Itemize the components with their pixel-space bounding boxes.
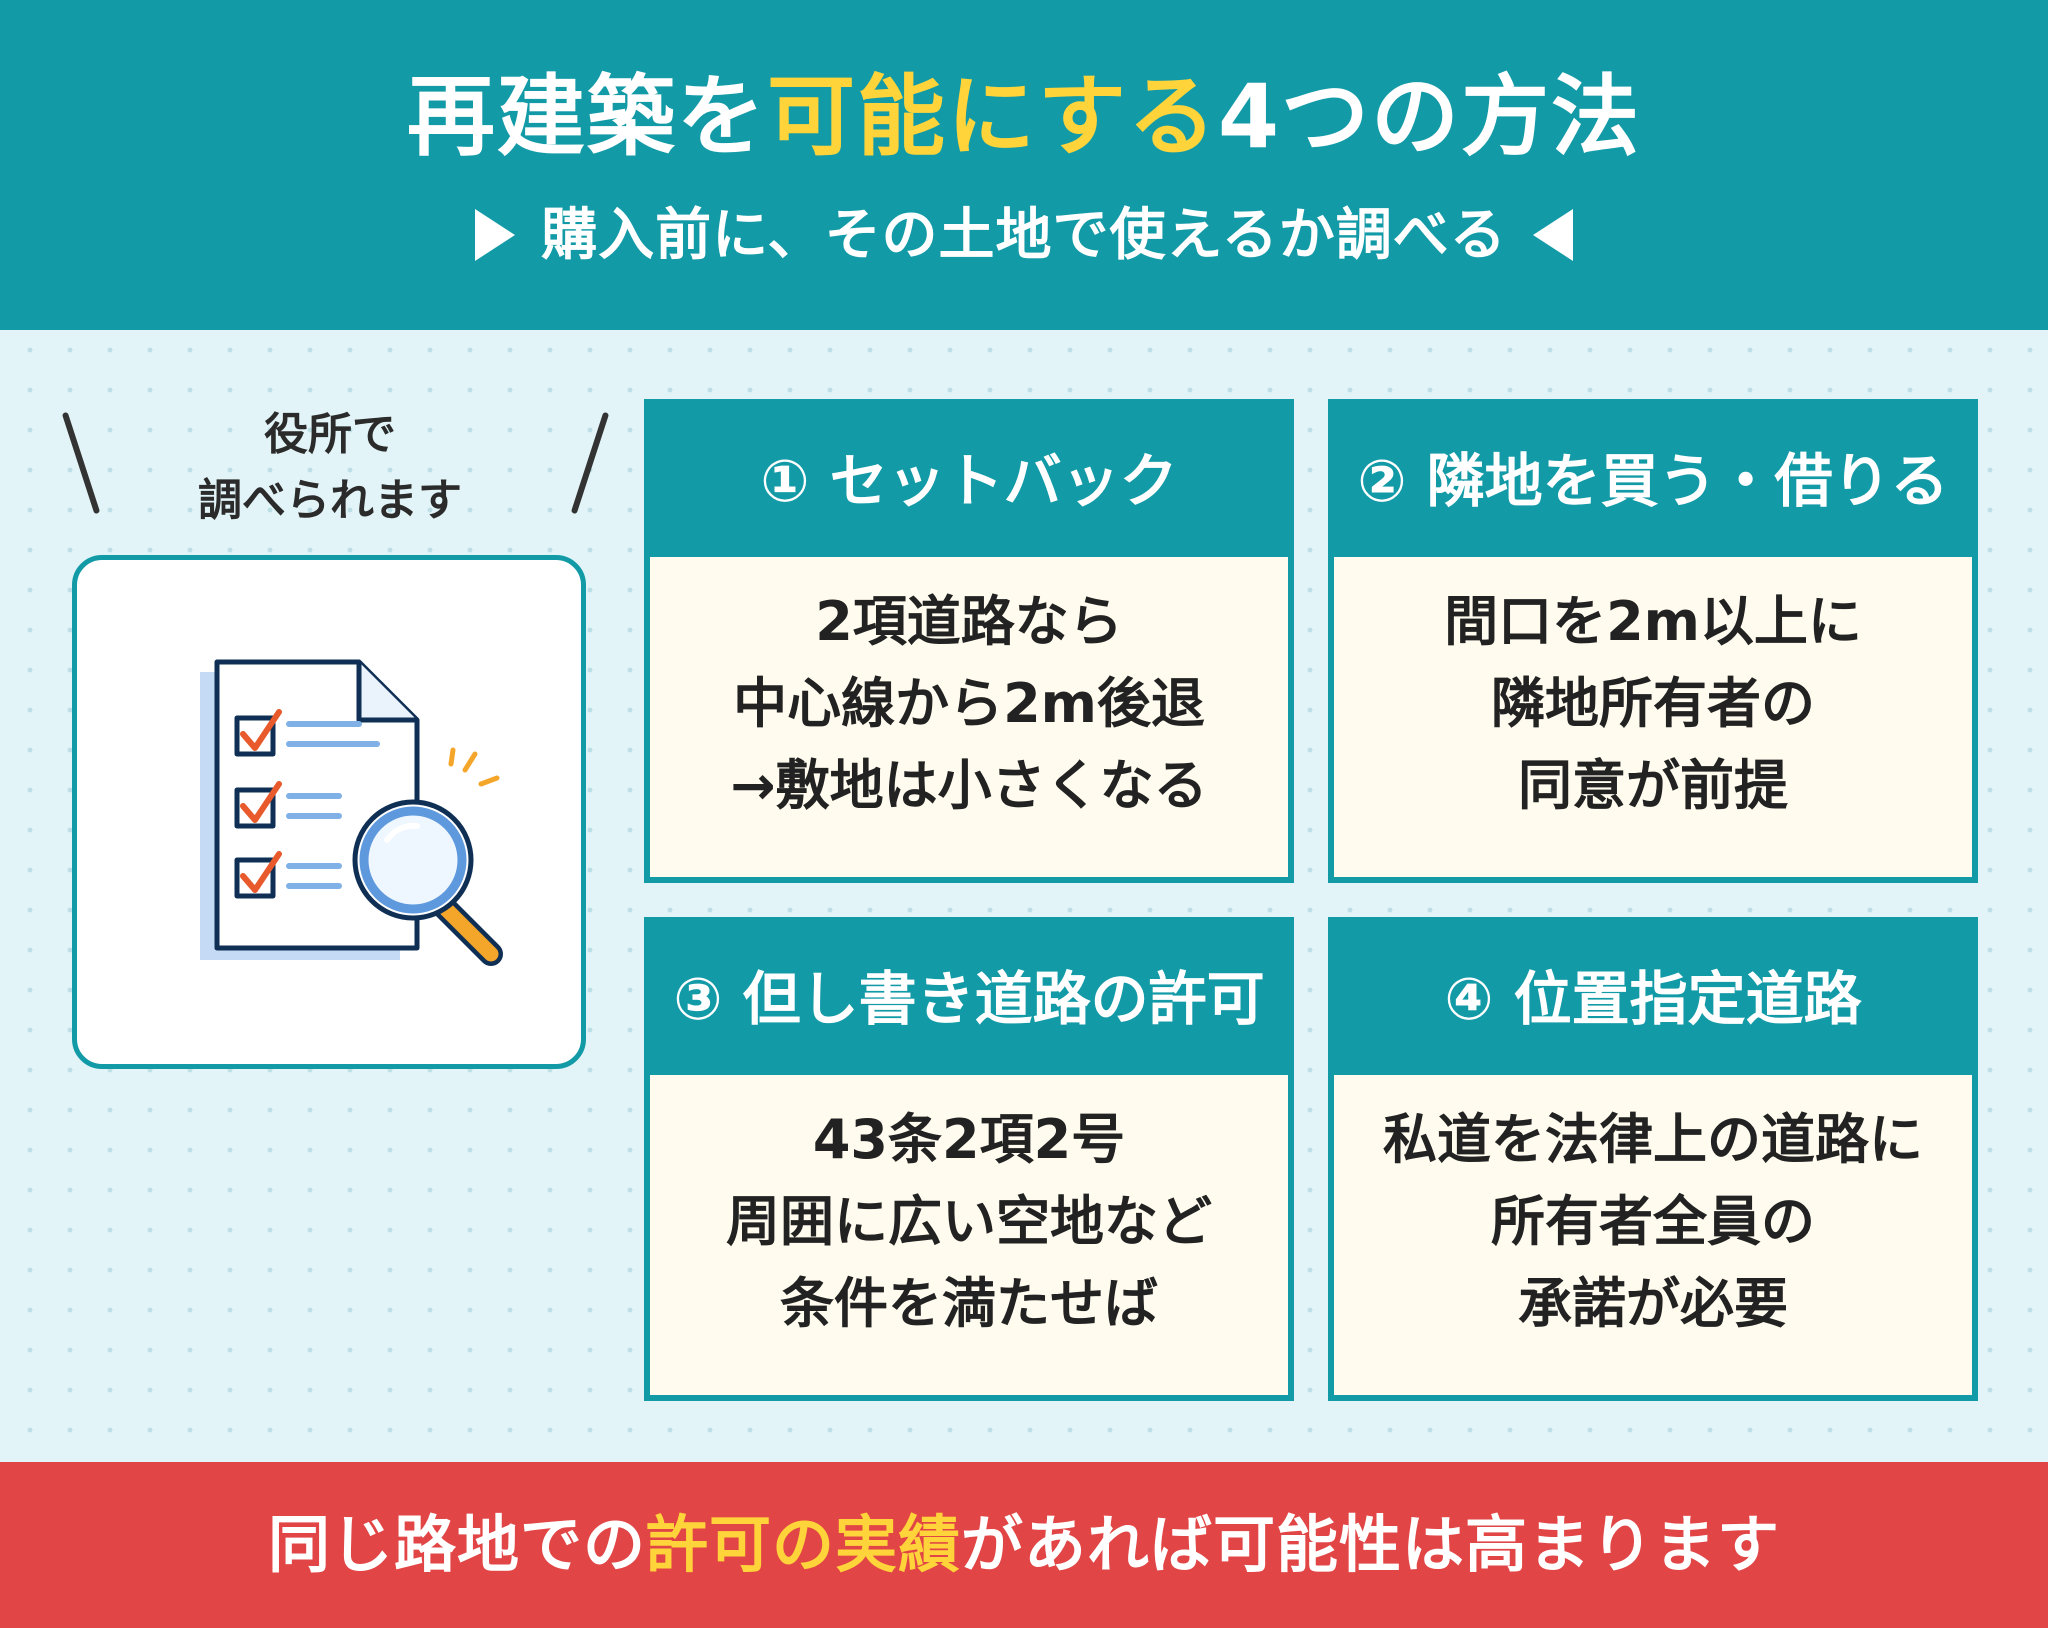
method-card-title: ① セットバック	[650, 405, 1288, 557]
method-card-line: 43条2項2号	[812, 1108, 1126, 1171]
footer-text-after: があれば可能性は高まります	[961, 1508, 1781, 1581]
emphasis-mark-left	[61, 411, 101, 515]
method-card-title: ② 隣地を買う・借りる	[1334, 405, 1972, 557]
method-card-line: 隣地所有者の	[1491, 672, 1815, 735]
title-highlight: 可能にする	[766, 65, 1218, 168]
method-card-line: 同意が前提	[1518, 754, 1788, 817]
emphasis-mark-right	[570, 411, 610, 515]
method-card-line: 中心線から2m後退	[733, 672, 1205, 735]
method-card-line: 私道を法律上の道路に	[1383, 1108, 1923, 1171]
illustration-box	[72, 555, 586, 1069]
title-part-after: 4つの方法	[1217, 65, 1642, 168]
office-caption-line1: 役所で	[264, 409, 396, 460]
office-caption: 役所で 調べられます	[150, 402, 510, 534]
method-card-title: ④ 位置指定道路	[1334, 923, 1972, 1075]
method-card-designated-road: ④ 位置指定道路 私道を法律上の道路に 所有者全員の 承諾が必要	[1328, 917, 1978, 1401]
page-subtitle: 購入前に、その土地で使えるか調べる	[0, 196, 2048, 276]
method-card-line: 間口を2m以上に	[1444, 590, 1862, 653]
header-banner: 再建築を可能にする4つの方法 購入前に、その土地で使えるか調べる	[0, 0, 2048, 330]
office-caption-line2: 調べられます	[198, 475, 462, 526]
method-card-line: 所有者全員の	[1491, 1190, 1815, 1253]
method-card-body: 私道を法律上の道路に 所有者全員の 承諾が必要	[1334, 1099, 1972, 1345]
title-part-before: 再建築を	[406, 65, 767, 168]
page-title: 再建築を可能にする4つの方法	[0, 62, 2048, 172]
method-card-body: 43条2項2号 周囲に広い空地など 条件を満たせば	[650, 1099, 1288, 1345]
method-card-line: 周囲に広い空地など	[726, 1190, 1212, 1253]
footer-banner: 同じ路地での許可の実績があれば可能性は高まります	[0, 1462, 2048, 1628]
subtitle-text: 購入前に、その土地で使えるか調べる	[541, 203, 1507, 268]
method-card-body: 間口を2m以上に 隣地所有者の 同意が前提	[1334, 581, 1972, 827]
method-card-neighbor-land: ② 隣地を買う・借りる 間口を2m以上に 隣地所有者の 同意が前提	[1328, 399, 1978, 883]
triangle-right-icon	[475, 208, 516, 261]
method-card-line: 承諾が必要	[1518, 1272, 1788, 1335]
footer-text-before: 同じ路地での	[267, 1508, 646, 1581]
method-card-body: 2項道路なら 中心線から2m後退 →敷地は小さくなる	[650, 581, 1288, 827]
method-card-line: →敷地は小さくなる	[730, 754, 1208, 817]
method-card-line: 2項道路なら	[815, 590, 1123, 653]
method-card-setback: ① セットバック 2項道路なら 中心線から2m後退 →敷地は小さくなる	[644, 399, 1294, 883]
triangle-left-icon	[1532, 208, 1573, 261]
method-card-line: 条件を満たせば	[780, 1272, 1158, 1335]
footer-highlight: 許可の実績	[645, 1508, 961, 1581]
checklist-document-magnifier-icon	[200, 659, 503, 966]
method-card-title: ③ 但し書き道路の許可	[650, 923, 1288, 1075]
method-card-proviso-road: ③ 但し書き道路の許可 43条2項2号 周囲に広い空地など 条件を満たせば	[644, 917, 1294, 1401]
